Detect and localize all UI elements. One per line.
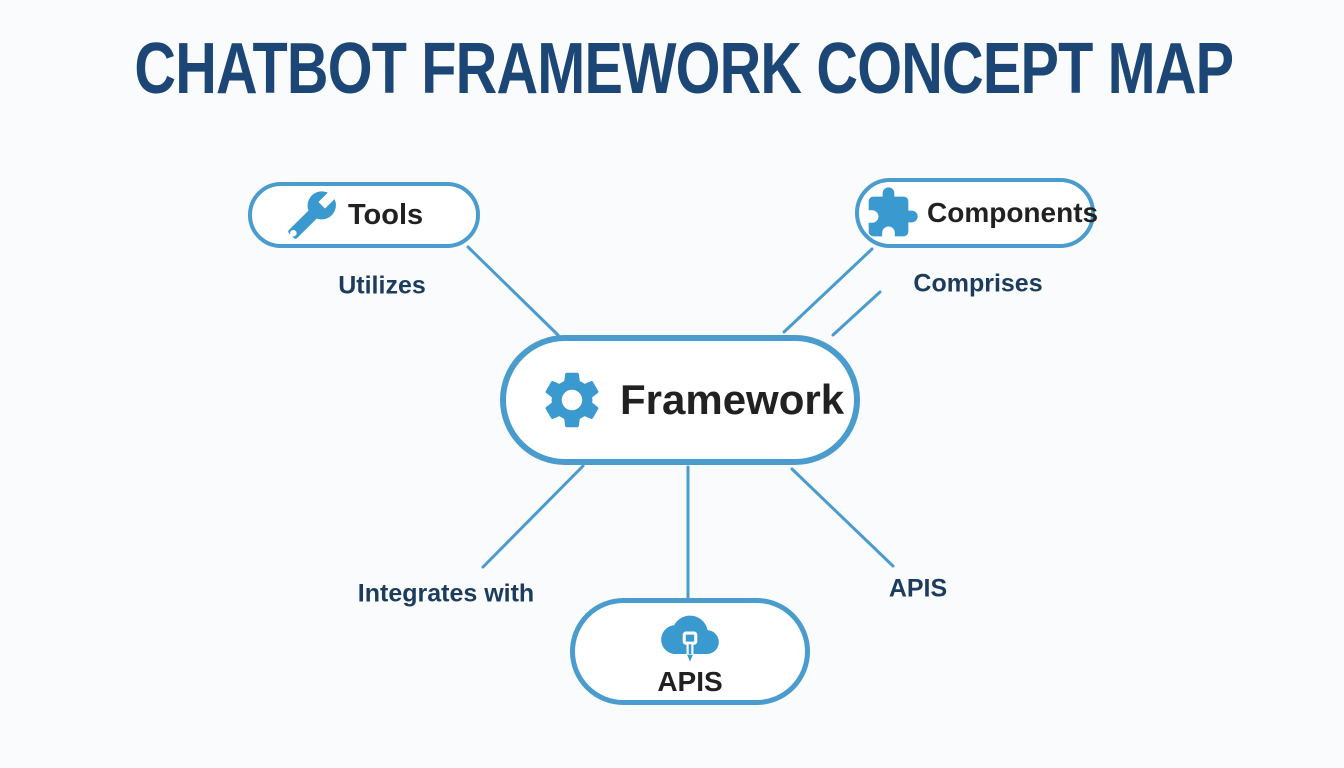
node-label: Components [927,197,1099,228]
node-label: Tools [348,198,424,231]
page-title: CHATBOT FRAMEWORK CONCEPT MAP [134,29,1234,109]
node-label: Framework [620,376,845,423]
edge-label-comprises: Comprises [913,269,1043,298]
cloud-plug-icon [661,606,719,666]
wrench-icon [286,189,338,241]
node-apis: APIS [570,598,810,705]
edge-label-utilizes: Utilizes [338,271,426,300]
node-framework: Framework [500,335,860,465]
edge-framework-integrates [481,464,585,569]
node-tools: Tools [248,182,480,248]
node-label: APIS [657,665,723,697]
edge-tools-framework [466,245,560,337]
edge-framework-apis-label [790,467,895,568]
gear-icon [538,366,606,434]
edge-label-integrates-with: Integrates with [357,579,535,608]
edge-label-apis: APIS [888,574,948,603]
node-components: Components [855,178,1099,248]
edge-components-framework-short [831,290,882,337]
edge-components-framework [782,247,874,334]
puzzle-icon [864,185,920,241]
